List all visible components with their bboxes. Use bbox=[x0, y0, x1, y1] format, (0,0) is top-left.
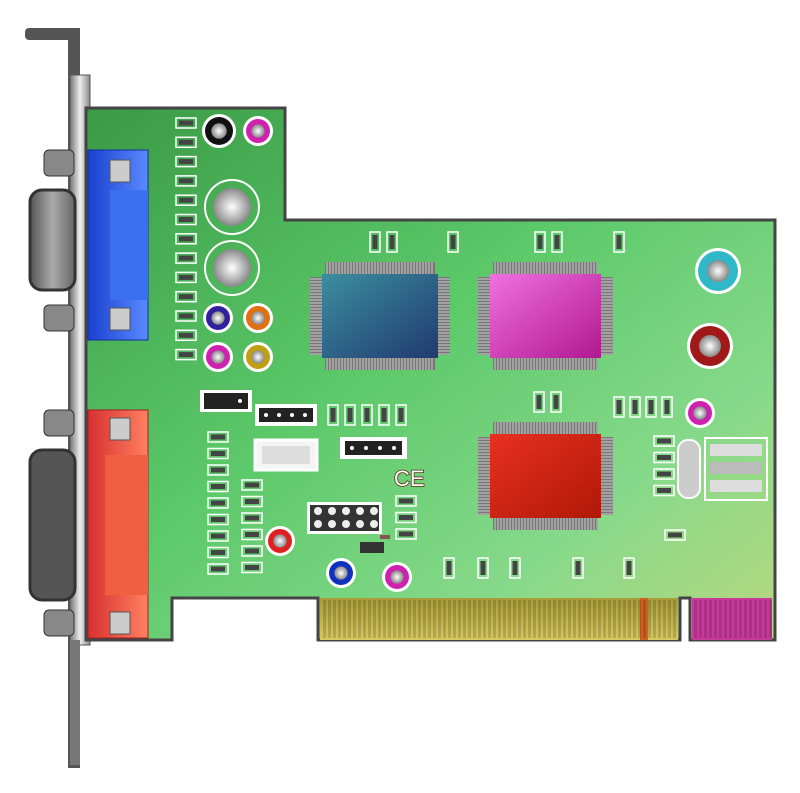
chip-red bbox=[478, 422, 613, 530]
smd-resistor bbox=[175, 194, 197, 206]
smd-resistor bbox=[207, 447, 229, 460]
white-connector bbox=[253, 438, 319, 472]
smd-resistor bbox=[395, 528, 417, 540]
red-connector bbox=[87, 409, 149, 639]
smd-resistor bbox=[629, 396, 641, 418]
teal-jack[interactable] bbox=[695, 248, 741, 294]
circuit-board bbox=[84, 106, 777, 642]
smd-resistor bbox=[477, 557, 489, 579]
smd-resistor bbox=[443, 557, 455, 579]
smd-resistor bbox=[207, 563, 229, 575]
smd-resistor bbox=[207, 431, 229, 443]
smd-resistor bbox=[175, 310, 197, 322]
capacitor bbox=[204, 179, 260, 235]
smd-resistor bbox=[175, 213, 197, 226]
smd-resistor bbox=[664, 529, 686, 541]
smd-resistor bbox=[533, 391, 545, 413]
crystal-oscillator bbox=[677, 439, 701, 499]
smd-resistor bbox=[378, 404, 390, 426]
vga-connector-shell bbox=[28, 149, 77, 332]
smd-resistor bbox=[175, 348, 197, 361]
jumper-header bbox=[200, 390, 252, 412]
smd-resistor bbox=[241, 495, 263, 508]
smd-resistor bbox=[207, 464, 229, 476]
smd-resistor bbox=[175, 252, 197, 264]
four-pin-header-2 bbox=[340, 437, 407, 459]
smd-resistor bbox=[661, 396, 673, 418]
magenta-jack-4[interactable] bbox=[382, 562, 412, 592]
smd-resistor bbox=[447, 231, 459, 253]
smd-resistor bbox=[369, 231, 381, 253]
capacitor bbox=[204, 240, 260, 296]
red-jack[interactable] bbox=[265, 526, 295, 556]
four-pin-header bbox=[255, 404, 317, 426]
smd-resistor bbox=[175, 175, 197, 187]
smd-resistor bbox=[207, 480, 229, 493]
smd-resistor bbox=[175, 155, 197, 168]
blue-vga-connector bbox=[87, 149, 149, 341]
darkred-jack[interactable] bbox=[687, 323, 733, 369]
blue-jack[interactable] bbox=[326, 558, 356, 588]
magenta-jack-2[interactable] bbox=[203, 342, 233, 372]
transistor bbox=[360, 535, 390, 553]
magenta-jack-3[interactable] bbox=[685, 398, 715, 428]
serial-connector-shell bbox=[28, 409, 77, 637]
smd-resistor bbox=[613, 396, 625, 418]
smd-resistor bbox=[207, 530, 229, 542]
black-jack[interactable] bbox=[202, 114, 236, 148]
smd-resistor bbox=[653, 451, 675, 464]
smd-resistor bbox=[207, 546, 229, 559]
navy-jack[interactable] bbox=[203, 303, 233, 333]
smd-resistor bbox=[344, 404, 356, 426]
smd-resistor bbox=[361, 404, 373, 426]
chip-magenta bbox=[478, 262, 613, 370]
smd-resistor bbox=[175, 329, 197, 342]
pci-edge-connector bbox=[320, 598, 772, 640]
smd-resistor bbox=[175, 117, 197, 129]
smd-resistor bbox=[175, 233, 197, 245]
smd-resistor bbox=[241, 545, 263, 557]
smd-resistor bbox=[509, 557, 521, 579]
smd-resistor bbox=[653, 484, 675, 497]
smd-resistor bbox=[551, 231, 563, 253]
smd-resistor bbox=[395, 495, 417, 507]
gold-jack[interactable] bbox=[243, 342, 273, 372]
smd-resistor bbox=[534, 231, 546, 253]
smd-resistor bbox=[241, 528, 263, 541]
smd-resistor bbox=[241, 512, 263, 524]
smd-resistor bbox=[207, 513, 229, 526]
smd-resistor bbox=[572, 557, 584, 579]
pin-header-2x5 bbox=[307, 502, 382, 534]
smd-resistor bbox=[645, 396, 657, 418]
smd-resistor bbox=[395, 404, 407, 426]
smd-resistor bbox=[623, 557, 635, 579]
smd-resistor bbox=[175, 271, 197, 284]
smd-resistor bbox=[175, 290, 197, 303]
metal-bracket bbox=[25, 28, 91, 768]
smd-resistor bbox=[241, 561, 263, 574]
orange-jack[interactable] bbox=[243, 303, 273, 333]
smd-resistor bbox=[327, 404, 339, 426]
smd-resistor bbox=[395, 511, 417, 524]
usb-header bbox=[704, 437, 768, 501]
smd-resistor bbox=[175, 136, 197, 149]
smd-resistor bbox=[613, 231, 625, 253]
ce-marking: CE bbox=[394, 466, 425, 491]
audio-chip-teal bbox=[310, 262, 450, 370]
smd-resistor bbox=[386, 231, 398, 253]
smd-resistor bbox=[653, 468, 675, 480]
smd-resistor bbox=[653, 435, 675, 447]
smd-resistor bbox=[550, 391, 562, 413]
smd-resistor bbox=[207, 497, 229, 509]
magenta-jack[interactable] bbox=[243, 116, 273, 146]
smd-resistor bbox=[241, 479, 263, 491]
